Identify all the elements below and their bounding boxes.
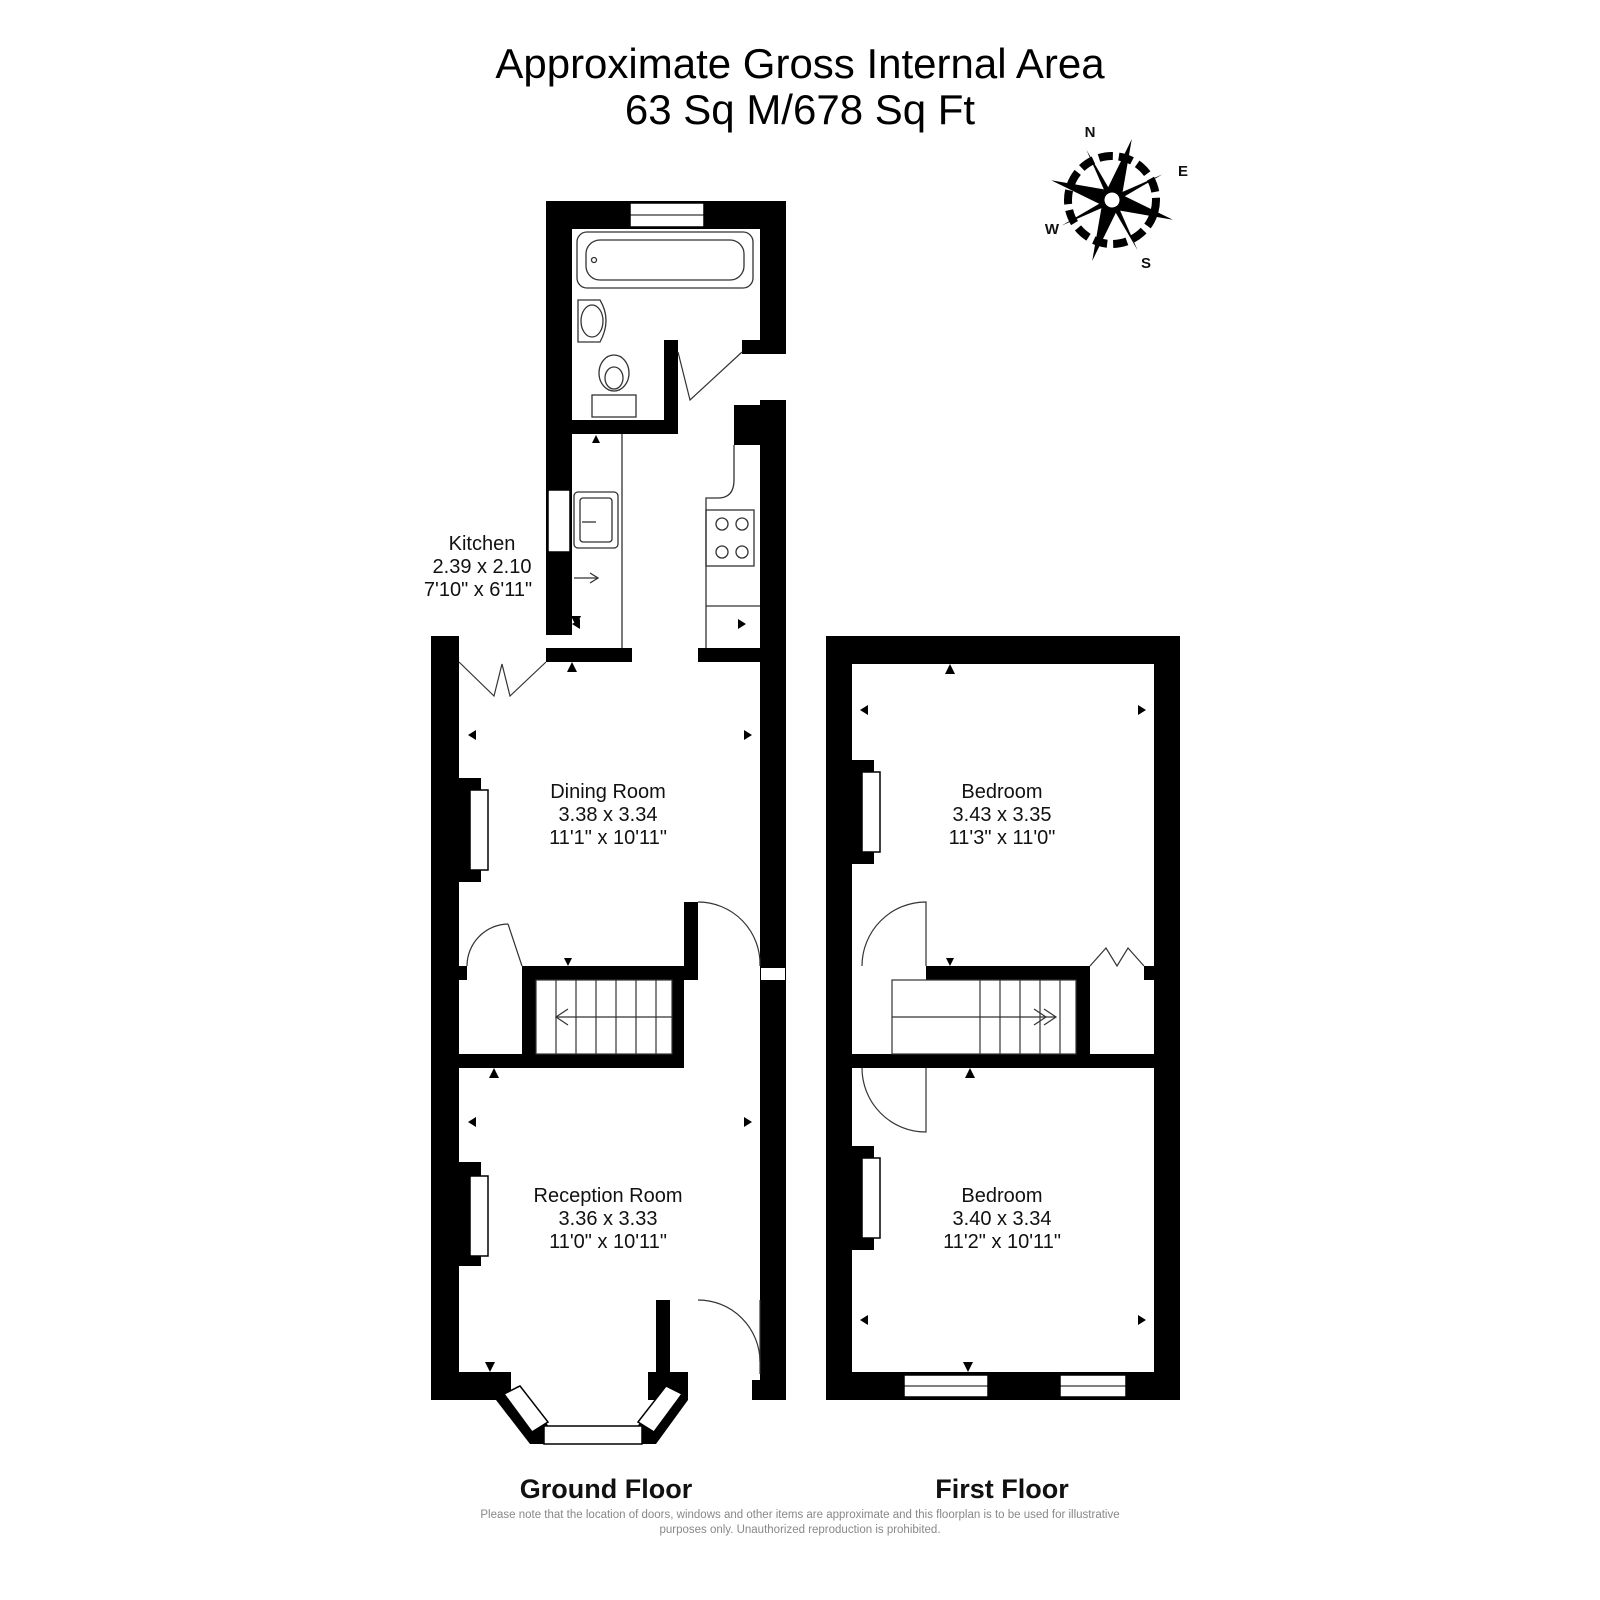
disclaimer: Please note that the location of doors, …	[430, 1508, 1170, 1538]
ground-floor-title: Ground Floor	[520, 1474, 693, 1504]
compass-west-label: W	[1045, 221, 1060, 238]
bedroom-front-imperial: 11'2" x 10'11"	[943, 1231, 1061, 1253]
first-staircase	[891, 979, 1077, 1055]
ground-measure-markers	[468, 435, 752, 1372]
reception-room-label: Reception Room 3.36 x 3.33 11'0" x 10'11…	[534, 1185, 683, 1253]
compass-north-label: N	[1085, 124, 1096, 141]
kitchen-imperial: 7'10" x 6'11"	[424, 579, 532, 601]
bedroom-rear-metric: 3.43 x 3.35	[953, 804, 1052, 826]
ground-floor-plan	[431, 201, 786, 1445]
first-measure-markers	[860, 664, 1146, 1372]
extension-east-wall-upper	[760, 201, 786, 341]
reception-room-name: Reception Room	[534, 1185, 683, 1207]
first-north-wall	[826, 636, 1180, 664]
kitchen-window	[547, 489, 571, 553]
disclaimer-line-1: Please note that the location of doors, …	[480, 1509, 1120, 1521]
first-south-wall	[826, 1372, 1180, 1400]
bedroom-rear-imperial: 11'3" x 11'0"	[949, 827, 1056, 849]
area-subtitle: 63 Sq M/678 Sq Ft	[624, 86, 976, 133]
dining-room-metric: 3.38 x 3.34	[559, 804, 658, 826]
kitchen-label: Kitchen 2.39 x 2.10 7'10" x 6'11"	[424, 533, 532, 601]
first-floor-title: First Floor	[935, 1474, 1069, 1504]
reception-room-metric: 3.36 x 3.33	[559, 1208, 658, 1230]
ground-east-wall	[760, 636, 786, 1400]
bedroom-front-name: Bedroom	[961, 1185, 1042, 1207]
first-doors	[861, 901, 1145, 1133]
ground-staircase	[535, 979, 673, 1055]
compass-south-label: S	[1141, 255, 1151, 272]
bedroom-front-metric: 3.40 x 3.34	[953, 1208, 1052, 1230]
reception-room-imperial: 11'0" x 10'11"	[549, 1231, 667, 1253]
ground-doors	[458, 351, 761, 1374]
bedroom-front-label: Bedroom 3.40 x 3.34 11'2" x 10'11"	[943, 1185, 1061, 1253]
area-title: Approximate Gross Internal Area	[495, 40, 1105, 87]
dining-room-imperial: 11'1" x 10'11"	[549, 827, 667, 849]
dining-room-name: Dining Room	[550, 781, 666, 803]
bathroom-south-wall	[546, 420, 666, 434]
first-east-wall	[1154, 636, 1180, 1400]
compass-rose	[1051, 139, 1173, 261]
bedroom-rear-name: Bedroom	[961, 781, 1042, 803]
kitchen-fixtures	[573, 434, 760, 648]
first-west-wall	[826, 636, 852, 1400]
kitchen-name: Kitchen	[449, 533, 516, 555]
dining-room-label: Dining Room 3.38 x 3.34 11'1" x 10'11"	[549, 781, 667, 849]
compass-east-label: E	[1178, 163, 1188, 180]
first-floor-plan	[826, 636, 1180, 1400]
kitchen-metric: 2.39 x 2.10	[433, 556, 532, 578]
bathroom-fixtures	[576, 231, 754, 418]
ground-west-wall	[431, 636, 459, 1400]
extension-west-wall	[546, 201, 572, 635]
bedroom-rear-label: Bedroom 3.43 x 3.35 11'3" x 11'0"	[949, 781, 1056, 849]
disclaimer-line-2: purposes only. Unauthorized reproduction…	[659, 1524, 941, 1536]
